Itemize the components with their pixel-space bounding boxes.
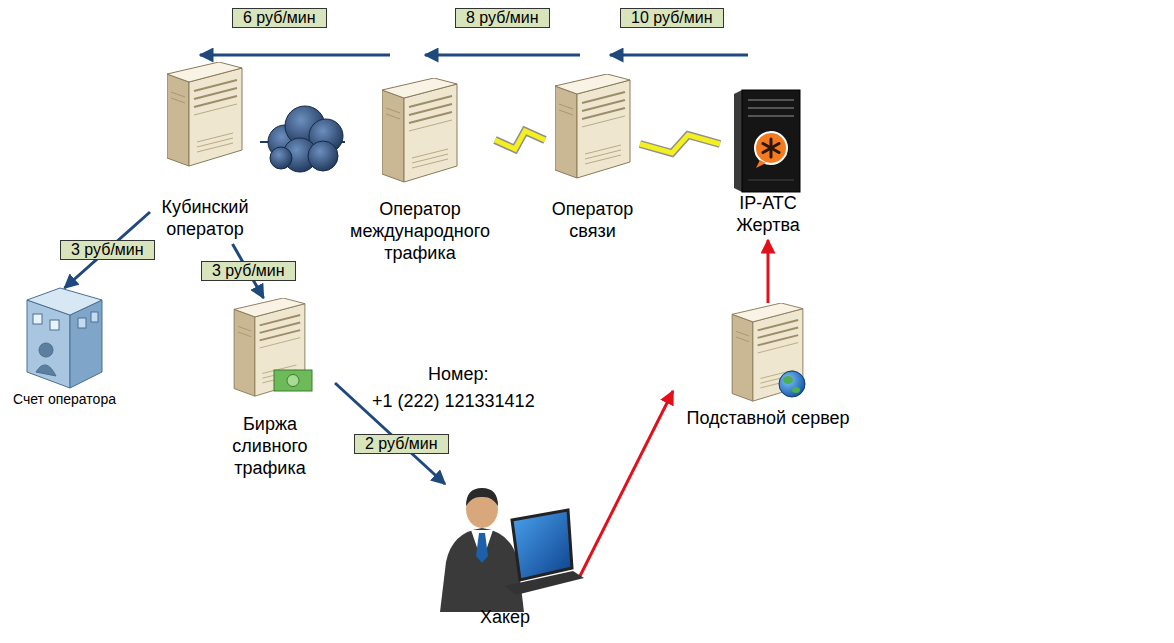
node-box: Оператор связи: [545, 74, 640, 246]
node-box: Биржа сливного трафика: [205, 298, 335, 483]
node-label: Оператор международного трафика: [345, 198, 495, 264]
server-icon: [167, 62, 242, 166]
note-text: Номер:: [428, 363, 488, 385]
globe-icon: [779, 371, 805, 397]
node-label: Кубинский оператор: [150, 196, 260, 240]
cloud-icon: [268, 106, 343, 172]
node-box: Хакер: [430, 484, 580, 632]
phone-number: +1 (222) 121331412: [372, 390, 535, 412]
lightning-bolt: [640, 135, 720, 153]
lightning-outline: [640, 135, 720, 153]
flow-arrow: [768, 240, 769, 303]
rate-label: 10 руб/мин: [620, 8, 724, 28]
pbx-tower-icon: [734, 90, 800, 192]
node-label: IP-АТС Жертва: [720, 192, 816, 236]
rate-label: 3 руб/мин: [60, 240, 155, 260]
node-label: Счет оператора: [2, 388, 127, 410]
node-label: Биржа сливного трафика: [205, 413, 335, 479]
connector-line: [580, 391, 673, 576]
rate-label: 3 руб/мин: [201, 261, 296, 281]
server-icon: [234, 298, 305, 396]
node-label: Оператор связи: [545, 198, 640, 242]
flow-arrow: [610, 54, 748, 57]
node-label: Подставной сервер: [673, 407, 863, 429]
lightning-bolt: [495, 131, 545, 149]
rate-label: 2 руб/мин: [354, 434, 449, 454]
lightning-link: [640, 135, 720, 153]
building-icon: [27, 288, 102, 388]
connector-line: [767, 240, 770, 303]
hacker-figure: [440, 488, 584, 612]
node-box: Оператор международного трафика: [345, 78, 495, 268]
node-box: Кубинский оператор: [150, 62, 260, 244]
rate-label: 6 руб/мин: [232, 8, 327, 28]
flow-arrow: [200, 54, 390, 57]
node-box: Подставной сервер: [673, 303, 863, 433]
money-icon: [274, 370, 312, 391]
node-box: Счет оператора: [2, 288, 127, 414]
server-icon: [555, 74, 630, 178]
flow-arrow: [425, 54, 580, 57]
node-label: Хакер: [430, 606, 580, 628]
lightning-link: [495, 131, 545, 149]
rate-label: 8 руб/мин: [455, 8, 550, 28]
node-box: IP-АТС Жертва: [720, 88, 816, 240]
lightning-outline: [495, 131, 545, 149]
flow-arrow: [580, 391, 673, 576]
server-icon: [382, 78, 457, 182]
